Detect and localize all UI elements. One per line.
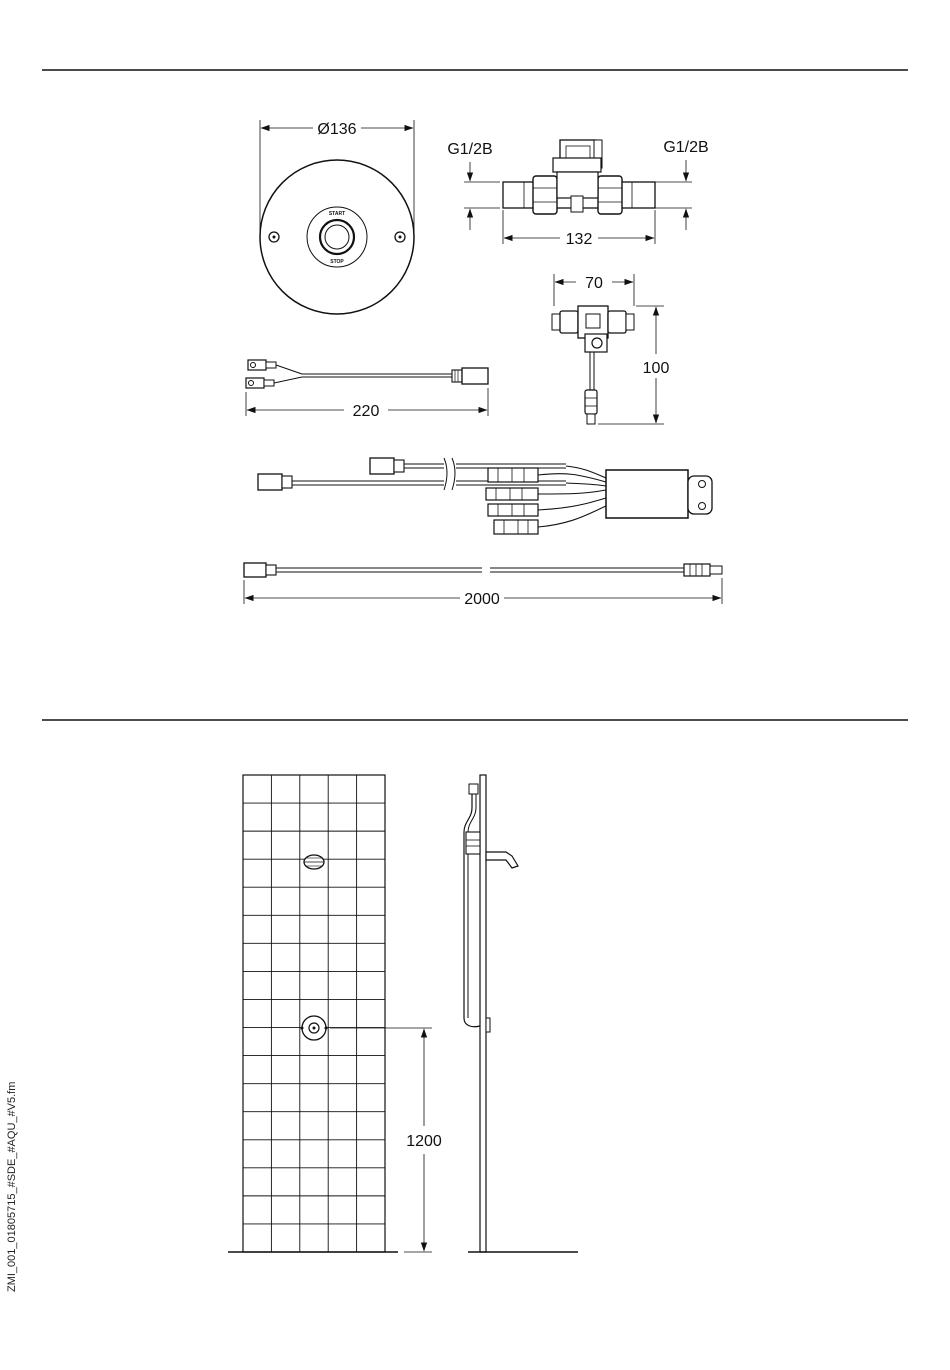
tee-connector: 70 100 xyxy=(552,274,669,424)
short-cable-length-label: 220 xyxy=(353,403,380,420)
long-cable-length-label: 2000 xyxy=(464,591,500,608)
solenoid-valve: G1/2B G1/2B 132 xyxy=(447,139,708,248)
long-cable: 2000 xyxy=(244,563,722,608)
wall-fixtures xyxy=(301,855,328,1040)
stop-label: STOP xyxy=(330,259,344,265)
thread-left-label: G1/2B xyxy=(447,141,492,158)
control-box-harness xyxy=(258,458,712,534)
plate-diameter-label: Ø136 xyxy=(317,121,356,138)
install-height-label: 1200 xyxy=(406,1133,442,1150)
wall-side-section xyxy=(464,775,578,1252)
valve-length-label: 132 xyxy=(566,231,593,248)
short-cable: 220 xyxy=(246,360,488,420)
start-label: START xyxy=(329,211,345,217)
tile-grid-outline xyxy=(243,775,385,1252)
document-code: ZMI_001_01805715_#SDE_#AQU_#V5.fm xyxy=(6,1082,18,1292)
thread-right-label: G1/2B xyxy=(663,139,708,156)
tee-height-label: 100 xyxy=(643,360,670,377)
tee-width-label: 70 xyxy=(585,275,603,292)
tiled-wall-front-view xyxy=(243,775,385,1252)
push-button-plate: Ø136 START STOP xyxy=(260,120,414,314)
